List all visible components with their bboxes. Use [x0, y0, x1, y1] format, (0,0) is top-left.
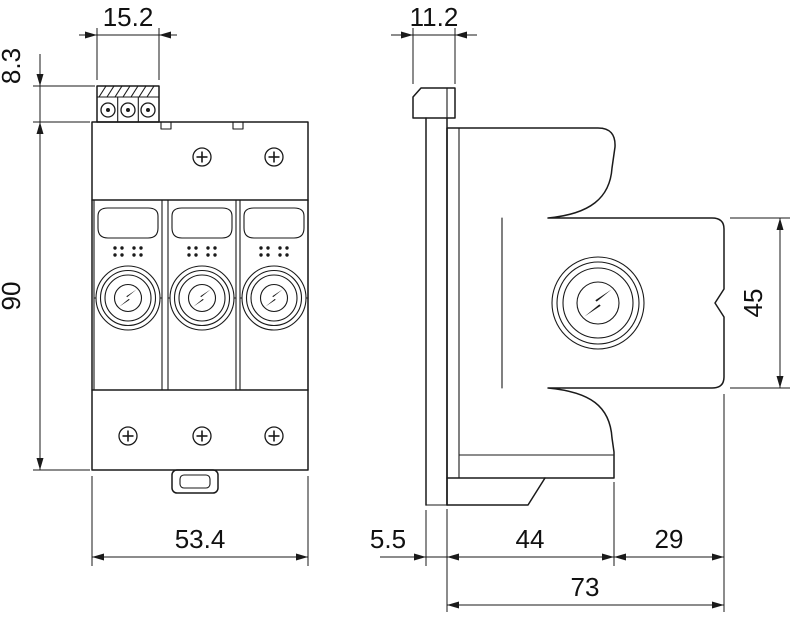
- dimension-module-height: 45: [730, 217, 790, 389]
- dim-label-clip-width: 11.2: [410, 2, 459, 32]
- module-2: [168, 200, 236, 390]
- dim-label-total-depth: 73: [571, 572, 600, 602]
- screw-icon: [192, 426, 212, 446]
- terminal-screw-icon: [100, 102, 116, 118]
- dim-label-terminal-width: 15.2: [103, 2, 154, 32]
- device-body-side: [446, 127, 725, 479]
- lightning-bolt-icon: [584, 289, 612, 317]
- dimension-height: 90: [0, 122, 90, 471]
- dimension-terminal-width: 15.2: [79, 2, 177, 80]
- front-view: [91, 85, 309, 494]
- mounting-clip: [171, 469, 219, 494]
- dim-label-terminal-height: 8.3: [0, 48, 26, 84]
- screw-icon: [264, 147, 284, 167]
- dim-label-module-height: 45: [738, 289, 768, 318]
- bottom-foot: [446, 477, 546, 506]
- dimension-terminal-height: 8.3: [0, 48, 95, 134]
- module-3: [240, 200, 308, 390]
- device-body-front: [91, 121, 309, 471]
- module-1: [94, 200, 162, 390]
- terminal-block: [96, 85, 160, 123]
- dim-label-height: 90: [0, 282, 26, 311]
- rail-hook: [412, 87, 456, 119]
- dim-label-module-depth: 29: [655, 524, 684, 554]
- dim-label-width: 53.4: [175, 524, 226, 554]
- dim-label-body-depth: 44: [516, 524, 545, 554]
- screw-icon: [192, 147, 212, 167]
- side-view: [412, 87, 725, 506]
- dimension-depth-chain: 5.5 44 29: [370, 394, 725, 612]
- surge-module-window: [551, 256, 645, 350]
- dim-label-rail-offset: 5.5: [370, 524, 406, 554]
- dimension-clip-width: 11.2: [391, 2, 477, 84]
- screw-icon: [264, 426, 284, 446]
- terminal-screw-icon: [140, 102, 156, 118]
- terminal-screw-icon: [120, 102, 136, 118]
- dimension-width: 53.4: [91, 476, 309, 566]
- screw-icon: [118, 426, 138, 446]
- dimension-total-depth: 73: [447, 572, 724, 609]
- din-rail: [425, 117, 448, 506]
